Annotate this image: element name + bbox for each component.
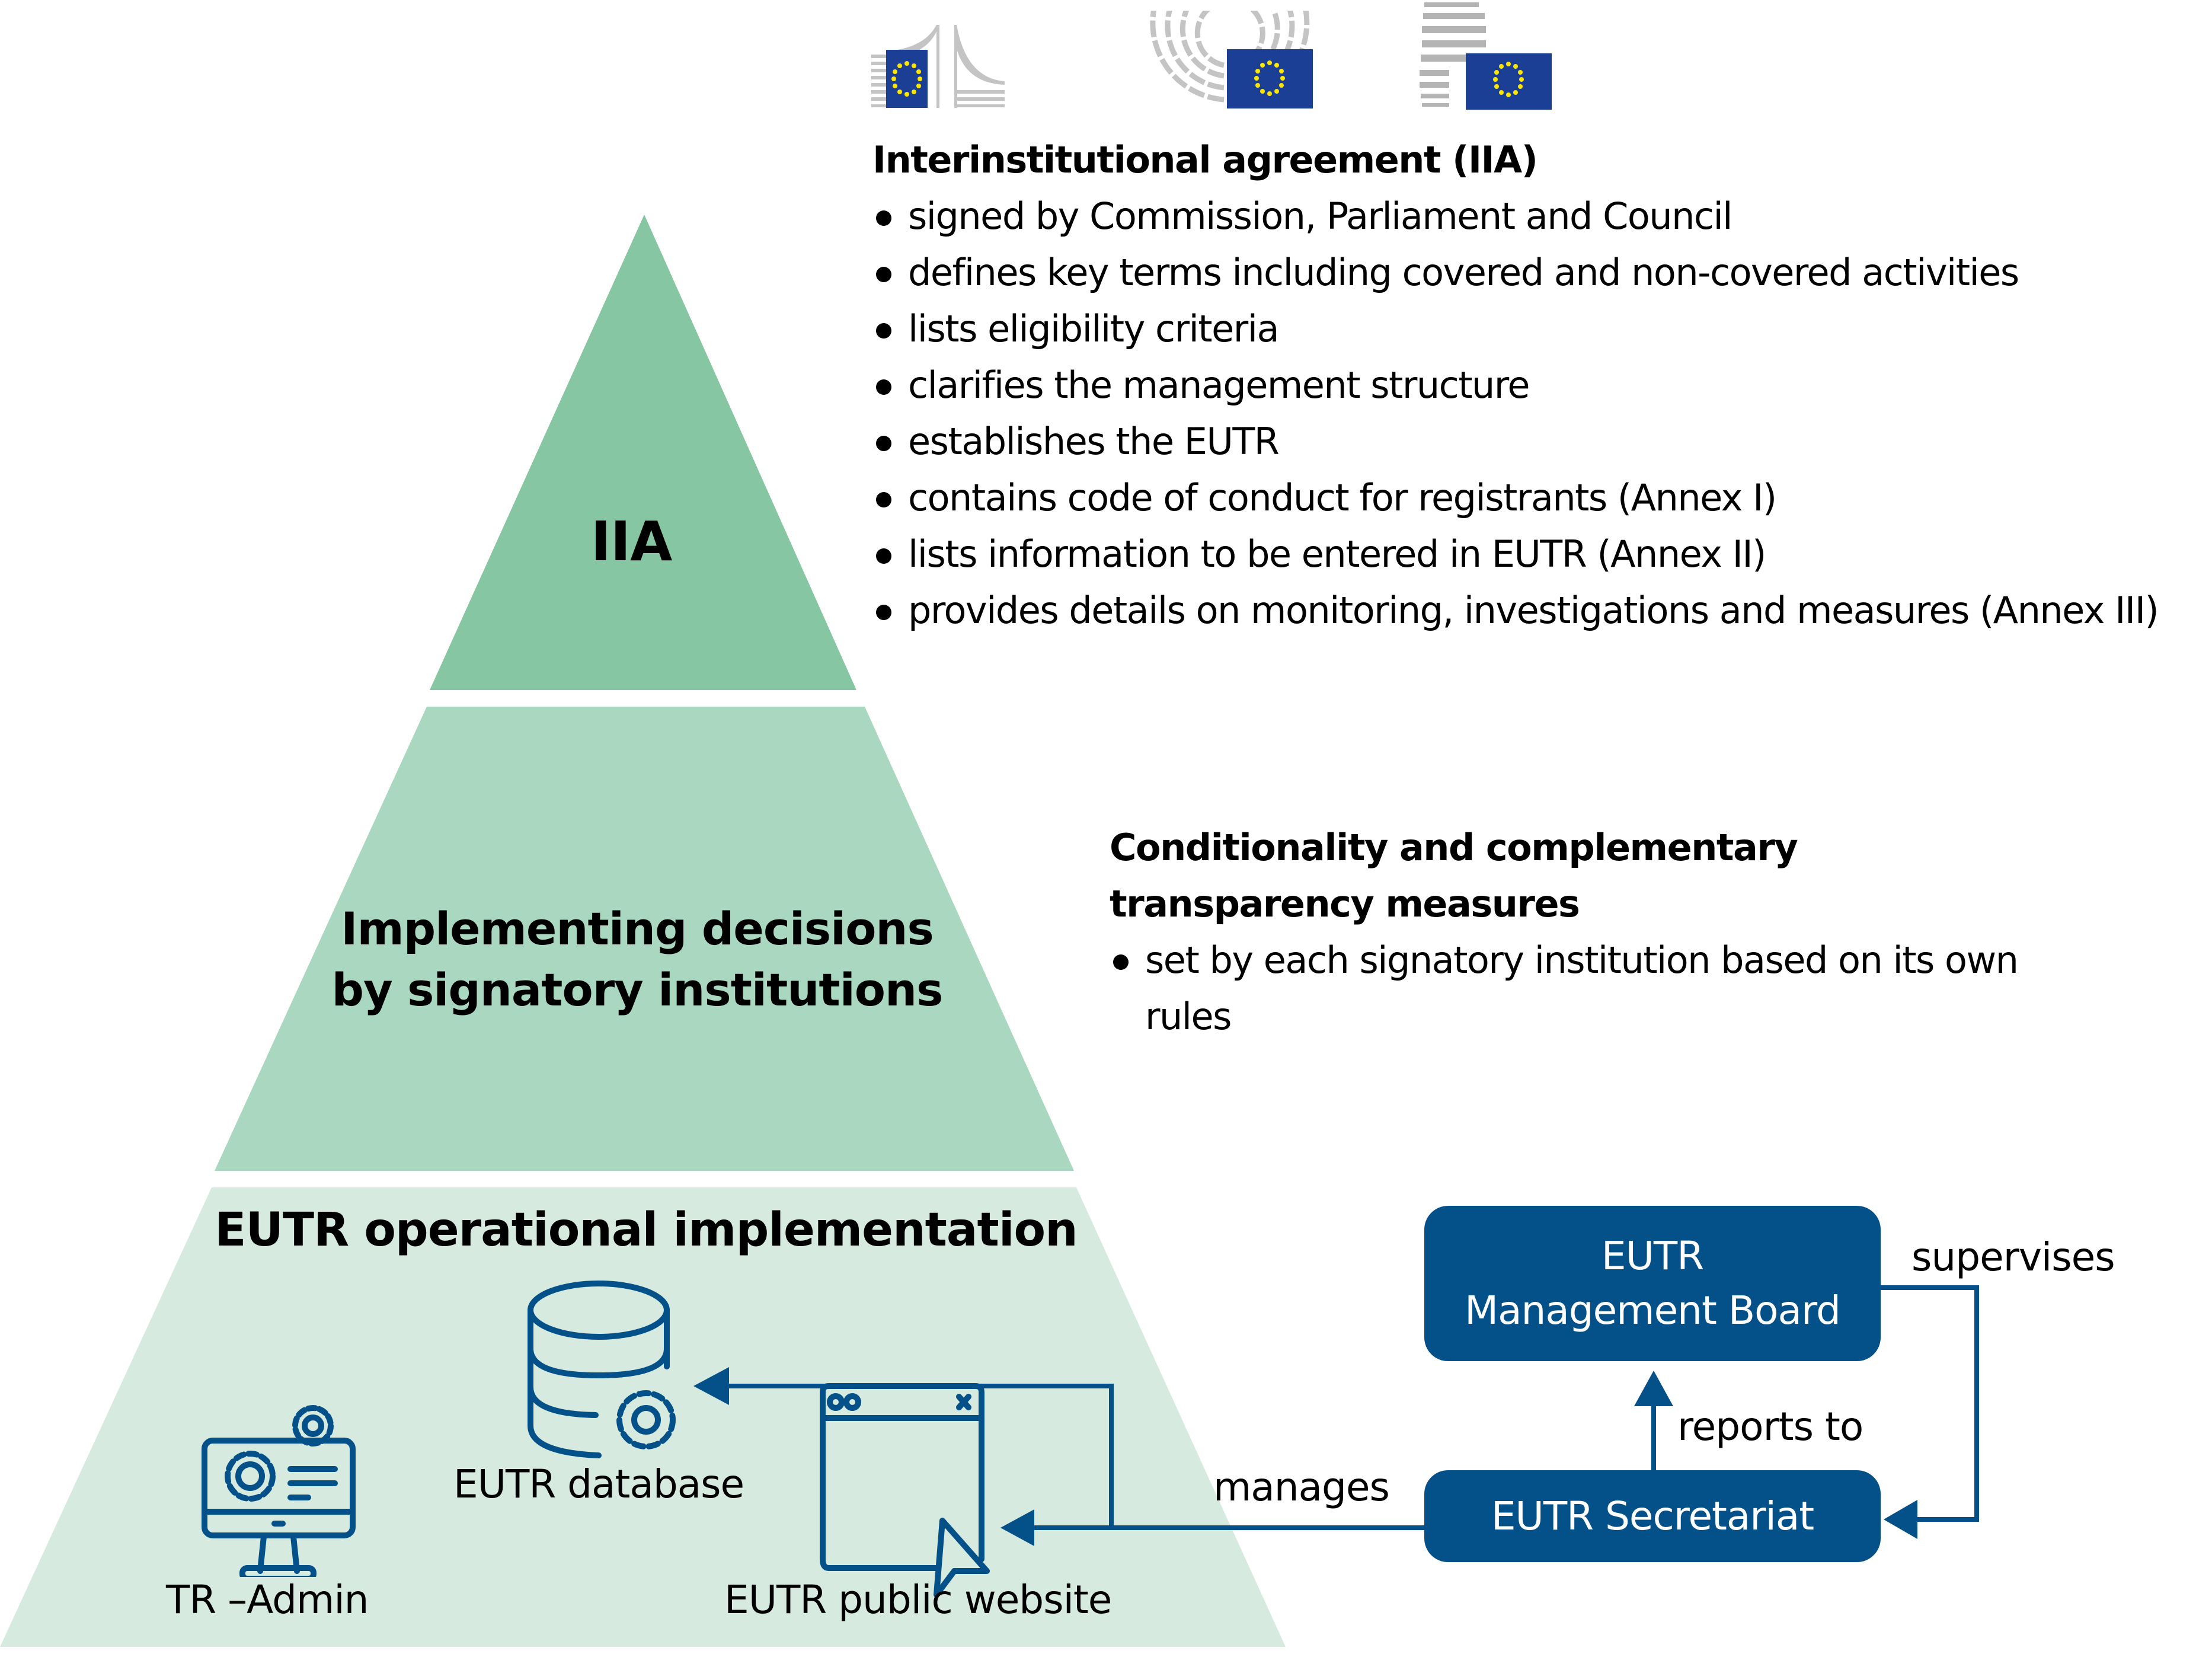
pyramid-tier-implementing-decisions <box>215 707 1074 1171</box>
manages-database-arrowhead-icon <box>693 1367 729 1405</box>
tier-implementing-line1: Implementing decisions <box>341 902 934 955</box>
iia-info-item: lists information to be entered in EUTR … <box>872 526 2200 582</box>
eu-stars-icon <box>1493 62 1524 97</box>
eu-stars-icon <box>891 61 922 97</box>
management-board-box: EUTR Management Board <box>1424 1206 1881 1361</box>
iia-info-item: lists eligibility criteria <box>872 301 2200 357</box>
council-building-icon <box>1420 2 1552 110</box>
iia-info-heading: Interinstitutional agreement (IIA) <box>872 138 1538 181</box>
iia-info-item: establishes the EUTR <box>872 413 2200 470</box>
logo-commission <box>871 13 1061 108</box>
iia-info-item: defines key terms including covered and … <box>872 244 2200 301</box>
pyramid-tier-iia <box>430 215 856 690</box>
commission-building-icon <box>871 25 1005 108</box>
conditionality-item: set by each signatory institution based … <box>1110 932 2046 1045</box>
edge-label-supervises: supervises <box>1911 1234 2115 1280</box>
secretariat-box: EUTR Secretariat <box>1424 1470 1881 1562</box>
conditionality-heading-line2: transparency measures <box>1110 882 1580 925</box>
iia-info-list: signed by Commission, Parliament and Cou… <box>872 188 2200 638</box>
iia-info-item: clarifies the management structure <box>872 357 2200 413</box>
supervises-connector <box>1881 1285 1979 1522</box>
tier-operational-label: EUTR operational implementation <box>215 1203 1078 1257</box>
iia-info-item: signed by Commission, Parliament and Cou… <box>872 188 2200 244</box>
iia-info-item: contains code of conduct for registrants… <box>872 470 2200 526</box>
tier-implementing-line2: by signatory institutions <box>331 963 944 1016</box>
conditionality-heading-line1: Conditionality and complementary <box>1110 826 1798 869</box>
management-board-line2: Management Board <box>1465 1288 1841 1333</box>
secretariat-label: EUTR Secretariat <box>1491 1493 1814 1539</box>
management-board-line1: EUTR <box>1601 1233 1704 1279</box>
conditionality-list: set by each signatory institution based … <box>1110 932 2058 1045</box>
iia-info: Interinstitutional agreement (IIA) signe… <box>872 132 2200 638</box>
iia-info-item: provides details on monitoring, investig… <box>872 582 2165 638</box>
edge-label-manages: manages <box>1213 1464 1390 1510</box>
logo-council <box>1420 0 1556 110</box>
manages-database-connector <box>729 1384 1114 1528</box>
tier-iia-label: IIA <box>590 510 673 573</box>
website-label: EUTR public website <box>724 1577 1112 1623</box>
conditionality-info: Conditionality and complementary transpa… <box>1110 819 2058 1045</box>
manages-website-arrowhead-icon <box>1000 1509 1034 1546</box>
database-icon <box>522 1278 693 1461</box>
supervises-arrowhead-icon <box>1884 1500 1917 1539</box>
reports-to-arrowhead-icon <box>1634 1371 1673 1406</box>
database-label: EUTR database <box>453 1461 744 1507</box>
pyramid-tier-operational <box>0 1187 1286 1647</box>
edge-label-reports-to: reports to <box>1677 1404 1863 1449</box>
tr-admin-label: TR –Admin <box>166 1577 369 1623</box>
eu-stars-icon <box>1254 60 1285 96</box>
tier-implementing-label: Implementing decisions by signatory inst… <box>285 898 990 1020</box>
tr-admin-icon <box>199 1399 365 1582</box>
